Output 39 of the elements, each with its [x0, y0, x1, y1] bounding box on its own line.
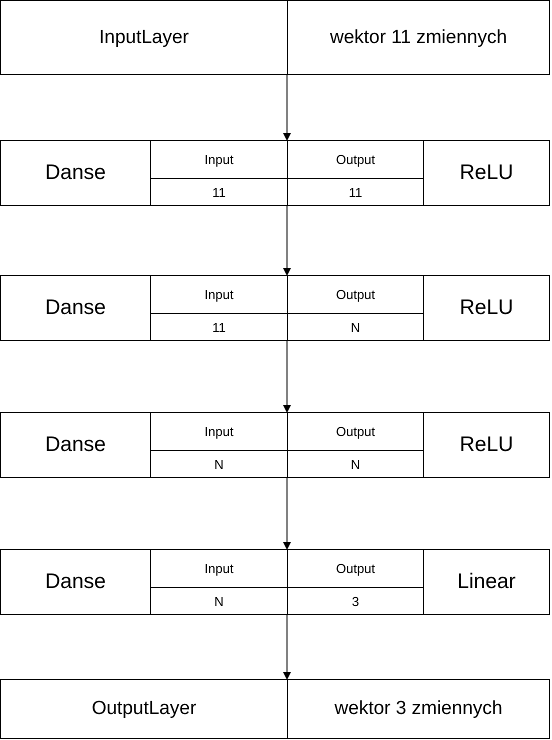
column-header: Output — [287, 141, 424, 179]
column-header: Output — [287, 550, 424, 588]
size-value: 11 — [287, 179, 424, 205]
arrow — [283, 478, 291, 550]
column-header: Input — [150, 276, 287, 314]
layer-type: Danse — [44, 432, 107, 458]
column-header: Output — [287, 276, 424, 314]
arrow — [283, 206, 291, 276]
layer-type: Danse — [44, 160, 107, 186]
size-value: 11 — [150, 179, 287, 205]
activation-function: ReLU — [458, 432, 514, 458]
layer-box — [0, 549, 550, 615]
arrow — [283, 614, 291, 680]
layer-type: Danse — [44, 569, 107, 595]
size-value: 3 — [287, 588, 424, 614]
size-value: N — [150, 451, 287, 477]
size-value: N — [287, 314, 424, 340]
layer-box — [0, 0, 550, 75]
arrow — [283, 340, 291, 413]
activation-function: Linear — [456, 569, 517, 595]
layer-box — [0, 275, 550, 341]
layer-type: Danse — [44, 295, 107, 321]
column-header: Input — [150, 413, 287, 451]
layer-box — [0, 679, 550, 739]
column-header: Output — [287, 413, 424, 451]
layer-name: InputLayer — [98, 26, 190, 50]
arrow — [283, 74, 291, 141]
column-header: Input — [150, 141, 287, 179]
column-header: Input — [150, 550, 287, 588]
layer-box — [0, 140, 550, 206]
layer-description: wektor 3 zmiennych — [287, 680, 549, 738]
layer-box — [0, 412, 550, 478]
activation-function: ReLU — [458, 160, 514, 186]
activation-function: ReLU — [458, 295, 514, 321]
size-value: N — [287, 451, 424, 477]
layer-description: wektor 11 zmiennych — [287, 1, 549, 74]
size-value: 11 — [150, 314, 287, 340]
size-value: N — [150, 588, 287, 614]
layer-name: OutputLayer — [90, 697, 198, 721]
